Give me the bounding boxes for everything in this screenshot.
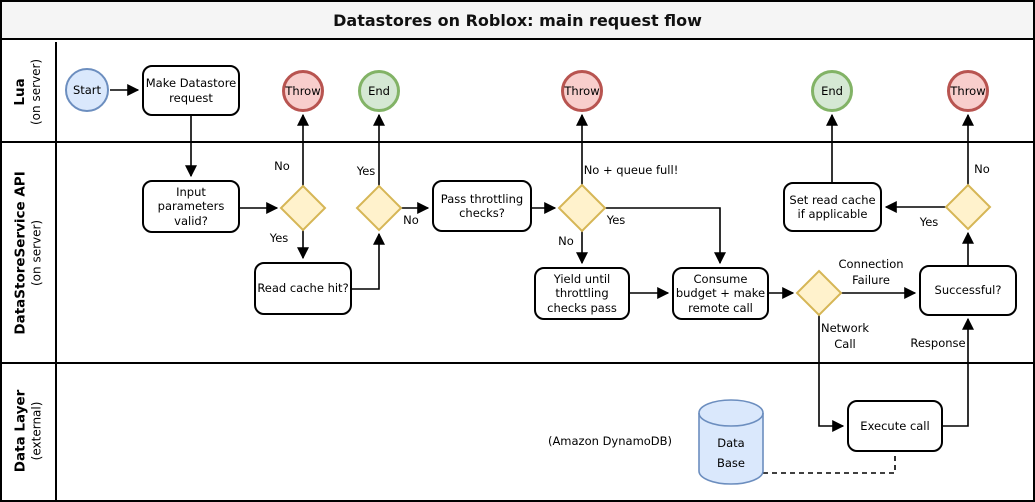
throw-node-1: Throw (282, 70, 324, 112)
node-text-line: Yield until (553, 272, 611, 287)
node-text-line: Read cache hit? (257, 281, 349, 296)
start-node: Start (65, 68, 109, 112)
node-text-line: remote call (688, 300, 753, 315)
node-text-line: if applicable (797, 207, 868, 221)
edge-label-response: Response (910, 335, 966, 350)
node-text-line: valid? (174, 213, 208, 228)
diagram-title: Datastores on Roblox: main request flow (2, 2, 1033, 40)
database-label: Data Base (699, 433, 763, 473)
decision-throttling-diamond (557, 183, 607, 233)
edge-label-no-cache-miss: No (403, 212, 419, 227)
end-node-1: End (358, 70, 400, 112)
end-label: End (821, 84, 843, 98)
lane-divider-1 (2, 141, 1033, 143)
node-text-line: parameters (157, 199, 225, 214)
lane-label-divider (55, 42, 57, 500)
node-text-line: Make Datastore (145, 76, 237, 91)
database-label-line: Data (717, 436, 745, 450)
node-execute-call: Execute call (847, 400, 943, 452)
edge-decision5-network-call-to-execute (818, 315, 845, 432)
throw-label: Throw (564, 84, 600, 98)
node-yield-until-throttling: Yield until throttling checks pass (534, 267, 630, 320)
edge-label-no-unsuccessful: No (974, 161, 990, 176)
node-successful: Successful? (919, 265, 1017, 316)
edge-label-network-call: Network Call (821, 320, 869, 352)
dynamodb-note: (Amazon DynamoDB) (547, 433, 673, 448)
end-label: End (368, 84, 390, 98)
end-node-2: End (811, 70, 853, 112)
edge-label-line: Network (820, 320, 870, 335)
node-text-line: Pass throttling (440, 191, 524, 206)
node-text-line: request (169, 90, 213, 105)
database-cylinder (698, 399, 764, 485)
node-text-line: checks? (459, 206, 505, 220)
database-label-line: Base (716, 456, 745, 470)
start-label: Start (72, 83, 102, 97)
database-cylinder-rim (698, 412, 764, 427)
node-text-line: checks pass (547, 300, 617, 315)
edge-label-no-invalid: No (274, 158, 290, 173)
node-text-line: throttling (555, 286, 609, 301)
node-text-line: Consume (693, 272, 748, 287)
node-read-cache-hit: Read cache hit? (254, 262, 352, 315)
throw-node-2: Throw (561, 70, 603, 112)
node-text-line: Set read cache (789, 192, 876, 207)
throw-node-3: Throw (947, 70, 989, 112)
node-input-parameters-valid: Input parameters valid? (142, 180, 240, 233)
lane-divider-2 (2, 362, 1033, 364)
node-make-datastore-request: Make Datastore request (142, 65, 240, 116)
edge-database-to-execute-dashed (763, 454, 896, 474)
edge-label-line: Connection (838, 256, 904, 271)
decision-cache-hit-diamond (355, 184, 403, 232)
decision-input-valid-diamond (279, 184, 327, 232)
edge-label-line: Call (834, 337, 856, 351)
edge-label-no-queue-full: No + queue full! (583, 162, 679, 177)
throw-label: Throw (285, 84, 321, 98)
decision-network-call-diamond (795, 269, 843, 317)
edge-label-connection-failure: Connection Failure (838, 256, 903, 288)
edge-label-yes-throttle: Yes (606, 212, 626, 227)
node-text-line: Execute call (860, 418, 930, 433)
edge-read-cache-to-decision2 (352, 232, 385, 290)
node-text-line: budget + make (675, 286, 766, 301)
throw-label: Throw (950, 84, 986, 98)
edge-label-yes-successful: Yes (919, 214, 939, 229)
decision-successful-diamond (944, 183, 992, 231)
node-text-line: Successful? (934, 283, 1002, 298)
edge-execute-response-to-successful (943, 317, 974, 427)
node-set-read-cache: Set read cache if applicable (783, 182, 882, 232)
node-pass-throttling-checks: Pass throttling checks? (432, 180, 532, 232)
node-consume-budget: Consume budget + make remote call (672, 267, 769, 320)
edge-label-yes-cache-hit: Yes (356, 163, 376, 178)
node-text-line: Input (176, 185, 206, 200)
edge-label-line: Failure (852, 273, 890, 287)
edge-label-no-throttle: No (558, 233, 574, 248)
edge-label-yes-valid: Yes (269, 230, 289, 245)
edge-decision3-yes-to-consume (605, 207, 726, 265)
